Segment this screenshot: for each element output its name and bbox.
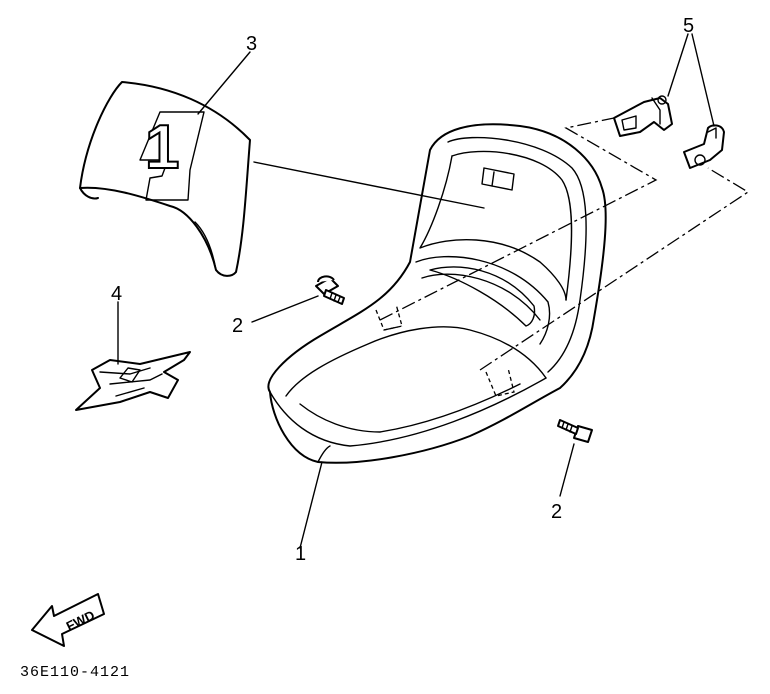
callout-leaders (117, 33, 715, 549)
callout-brackets: 5 (683, 15, 694, 37)
bracket-lower-part (683, 124, 725, 169)
seat-label-tag (481, 167, 515, 191)
callout-bolt-left: 2 (232, 315, 243, 337)
bracket-upper-part (613, 95, 673, 137)
bolt-right-part (557, 419, 593, 443)
bolt-left-part (315, 275, 345, 305)
cover-numeral-text: 1 (145, 113, 179, 182)
callout-seat-cover: 3 (246, 33, 257, 55)
emblem-part (75, 351, 191, 411)
drawing-code: 36E110-4121 (20, 664, 130, 681)
callout-bolt-right: 2 (551, 501, 562, 523)
seat-part (267, 123, 607, 464)
fwd-direction-arrow: FWD (31, 593, 105, 647)
reference-lines (253, 117, 750, 371)
seat-cover-part: 1 (79, 81, 251, 277)
cover-numeral-graphic: 1 (139, 111, 205, 201)
callout-seat: 1 (295, 543, 306, 565)
callout-emblem: 4 (111, 283, 122, 305)
